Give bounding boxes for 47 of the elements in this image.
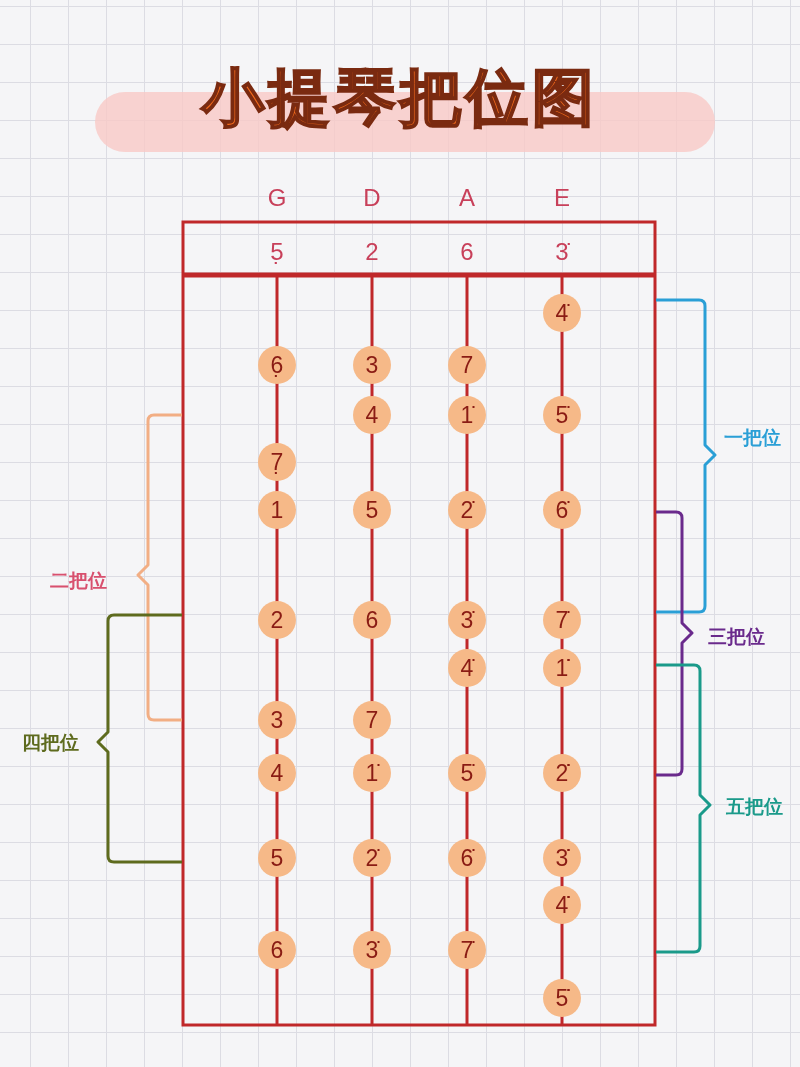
note-circle: 7̣ xyxy=(258,443,296,481)
note-circle: 6̇ xyxy=(448,839,486,877)
note-circle: 2̇̇ xyxy=(543,754,581,792)
note-circle: 5 xyxy=(353,491,391,529)
open-string-note: 6 xyxy=(460,237,474,267)
note-circle: 4̇ xyxy=(543,294,581,332)
open-string-note: 5̣ xyxy=(270,237,284,267)
position-label: 二把位 xyxy=(49,568,107,592)
note-circle: 1̇ xyxy=(353,754,391,792)
note-circle: 7 xyxy=(448,346,486,384)
string-name: G xyxy=(267,183,287,213)
position-label: 五把位 xyxy=(725,794,783,818)
note-circle: 1̇ xyxy=(448,396,486,434)
note-circle: 4 xyxy=(258,754,296,792)
note-circle: 6̇ xyxy=(543,491,581,529)
note-circle: 1 xyxy=(258,491,296,529)
position-label: 三把位 xyxy=(707,624,765,648)
note-circle: 4̇ xyxy=(448,649,486,687)
note-circle: 3 xyxy=(258,701,296,739)
note-circle: 6 xyxy=(258,931,296,969)
note-circle: 3̇ xyxy=(353,931,391,969)
note-circle: 7̇ xyxy=(448,931,486,969)
note-circle: 2̇ xyxy=(353,839,391,877)
note-circle: 7 xyxy=(353,701,391,739)
string-name: A xyxy=(459,183,475,213)
note-circle: 7̇ xyxy=(543,601,581,639)
note-circle: 4̇̇ xyxy=(543,886,581,924)
note-circle: 6̣ xyxy=(258,346,296,384)
open-string-note: 3̇ xyxy=(555,237,569,267)
position-label: 一把位 xyxy=(723,425,781,449)
note-circle: 2̇ xyxy=(448,491,486,529)
open-string-note: 2 xyxy=(365,237,379,267)
note-circle: 5̇ xyxy=(543,396,581,434)
note-circle: 6 xyxy=(353,601,391,639)
note-circle: 4 xyxy=(353,396,391,434)
string-name: D xyxy=(363,183,381,213)
note-circle: 5̇̇ xyxy=(543,979,581,1017)
note-circle: 1̇̇ xyxy=(543,649,581,687)
note-circle: 2 xyxy=(258,601,296,639)
note-circle: 3̇̇ xyxy=(543,839,581,877)
position-label: 四把位 xyxy=(21,730,79,754)
note-circle: 3̇ xyxy=(448,601,486,639)
title: 小提琴把位图 xyxy=(202,62,598,134)
note-circle: 3 xyxy=(353,346,391,384)
string-name: E xyxy=(554,183,570,213)
note-circle: 5̇ xyxy=(448,754,486,792)
note-circle: 5 xyxy=(258,839,296,877)
